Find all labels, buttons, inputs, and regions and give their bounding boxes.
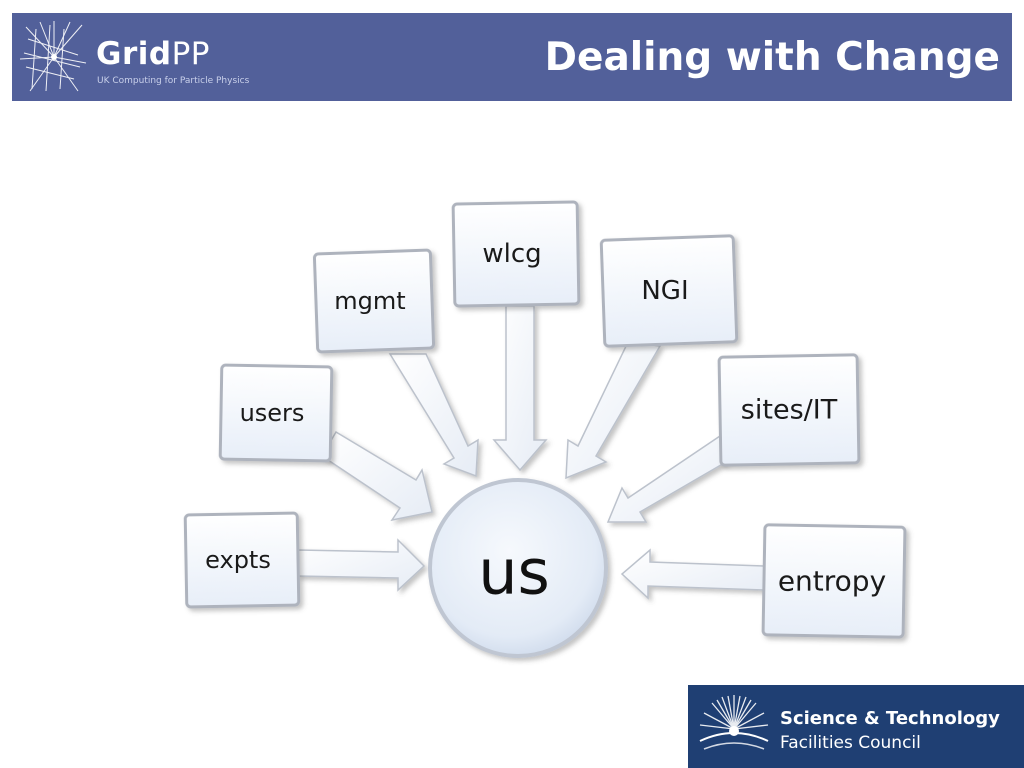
- header-banner: GridPP UK Computing for Particle Physics…: [12, 13, 1012, 101]
- node-label-wlcg: wlcg: [482, 239, 541, 269]
- node-users: users: [218, 363, 334, 463]
- arrow-entropy: [620, 548, 765, 600]
- node-label-mgmt: mgmt: [334, 287, 405, 315]
- gridpp-wordmark: GridPP: [96, 39, 210, 70]
- arrow-users: [320, 430, 433, 522]
- slide-title: Dealing with Change: [544, 35, 1000, 80]
- hub-circle: [428, 478, 608, 658]
- arrow-mgmt: [388, 353, 479, 478]
- gridpp-word-suffix: PP: [171, 36, 210, 72]
- node-sites: sites/IT: [717, 353, 861, 467]
- node-entropy: entropy: [761, 523, 907, 639]
- stfc-name-line2: Facilities Council: [780, 733, 921, 753]
- arrow-ngi: [565, 341, 662, 480]
- gridpp-word-main: Grid: [96, 36, 172, 72]
- node-label-sites: sites/IT: [741, 395, 838, 426]
- node-label-ngi: NGI: [641, 276, 688, 306]
- arrow-wlcg: [492, 305, 548, 472]
- stfc-logo: Science & Technology Facilities Council: [688, 685, 1024, 768]
- node-expts: expts: [183, 511, 301, 609]
- gridpp-logo: GridPP UK Computing for Particle Physics: [18, 19, 278, 99]
- node-label-expts: expts: [205, 546, 271, 574]
- hub-label: us: [478, 536, 550, 609]
- node-label-users: users: [240, 399, 305, 427]
- gridpp-tagline: UK Computing for Particle Physics: [97, 76, 250, 86]
- node-wlcg: wlcg: [451, 200, 581, 308]
- grid-globe-icon: [19, 21, 87, 92]
- sunburst-icon: [699, 695, 769, 750]
- node-ngi: NGI: [599, 234, 739, 348]
- stfc-name-line1: Science & Technology: [780, 708, 1000, 729]
- arrow-expts: [297, 538, 426, 592]
- node-mgmt: mgmt: [312, 248, 436, 354]
- node-label-entropy: entropy: [778, 565, 886, 598]
- arrow-sites: [606, 434, 727, 523]
